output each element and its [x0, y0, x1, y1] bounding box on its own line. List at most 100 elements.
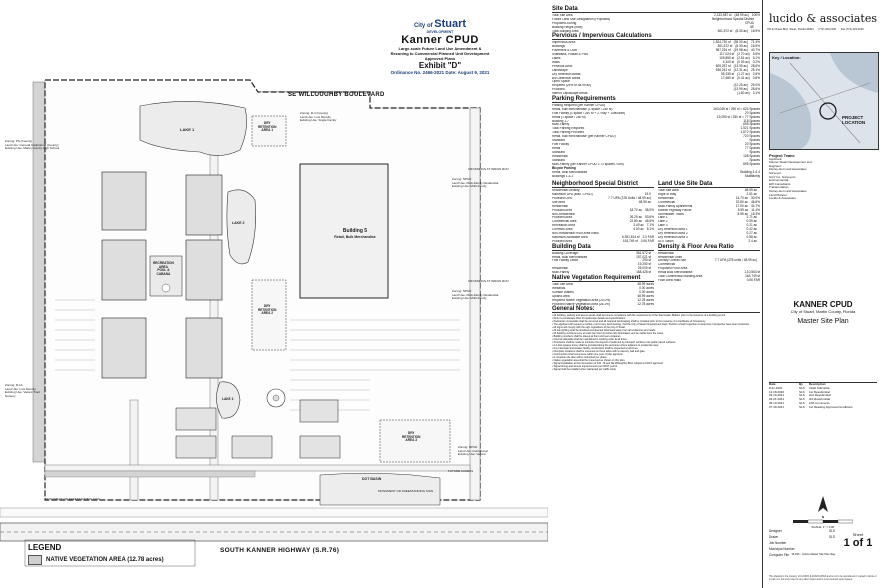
neighborhood-row-cell: Common Area: [552, 228, 573, 232]
monument-sign-label-1: MONUMENT OR FREESTANDING SIGN: [45, 497, 101, 501]
pervious-row-cell: Walls: [552, 60, 560, 64]
parking-row-cell: 20 Spaces: [744, 110, 760, 115]
pervious-row-cell: Bio Detention Areas: [552, 76, 581, 80]
density-row: Commercial: [658, 263, 760, 267]
general-note-item: • Any Interstate Stormwater facility con…: [552, 347, 639, 351]
parking-provided-row-cell: Fuel Facility: [552, 143, 570, 146]
project-location-marker: [819, 102, 837, 120]
dry-retention-2-l1: DRY: [263, 304, 271, 308]
site-data-row-cell: Total Site Area: [552, 13, 573, 17]
consultant-address-block: 701 E Ocean Blvd, Stuart, Florida 34994 …: [767, 28, 879, 31]
revision-cell: 1st Resubmittal: [809, 389, 830, 394]
project-location: City of Stuart, Martin County, Florida: [790, 309, 856, 314]
project-title-block: KANNER CPUD City of Stuart, Martin Count…: [767, 300, 879, 325]
building-data-row-cell: Multi-Family: [552, 271, 570, 275]
native-veg-title: Native Vegetation Requirement: [552, 275, 654, 282]
dry-retention-3: [379, 419, 451, 463]
project-team-title: Project Team:: [769, 153, 796, 158]
revision-cell: LPA Comments: [809, 400, 830, 405]
pervious-row-cell: Impervious Area:: [552, 41, 576, 45]
density-row-cell: Proposed Floor Area: [658, 267, 688, 271]
plan-subtitle-3: Approved Plans: [424, 56, 456, 61]
pervious-row-cell: Dry Retention Areas: [552, 72, 581, 76]
road-south-label: SOUTH KANNER HIGHWAY (S.R.76): [220, 547, 340, 554]
rec-area-l3: POOL &: [157, 268, 170, 272]
land-use-row-cell: 0.27 ac: [746, 231, 757, 236]
key-map: Key / Location: PROJECT LOCATION: [769, 52, 879, 150]
native-vegetation-area: [32, 81, 46, 463]
city-logo: City of Stuart DEVELOPMENT: [375, 18, 505, 34]
legend: LEGEND NATIVE VEGETATION AREA (12.78 acr…: [28, 543, 164, 565]
land-use-row-cell: Dry Retention Area 2: [658, 232, 688, 236]
pervious-row-cell: (0.09 ac): [737, 59, 750, 64]
left-tables: Neighborhood Special District Residentia…: [552, 181, 654, 306]
revision-cell: 12.18.2020: [769, 389, 785, 394]
land-use-row-cell: 0.58 ac: [746, 234, 757, 239]
neighborhood-row-cell: 48.99 ac: [638, 199, 651, 204]
pervious-row-cell: Sidewalks, Plazas & Pool: [552, 53, 588, 57]
pervious-row-cell: Interior Landscape Areas: [552, 92, 588, 96]
dry-retention-3-l2: RETENTION: [402, 434, 421, 439]
rec-area-l2: AREA: [158, 264, 168, 269]
lake-1-label: LAKE 1: [180, 127, 195, 132]
consultant-fax: Fax (772) 223-0220: [840, 28, 864, 31]
building-data-row-cell: 157,021 sf: [636, 254, 651, 259]
land-use-row-cell: Residential: [658, 196, 674, 200]
city-logo-sub: DEVELOPMENT: [426, 30, 454, 34]
bicycle-row-cell: Buildings 1 & 2: [552, 175, 574, 179]
project-team-line: Kanner Stuart Development LLC: [769, 160, 813, 165]
neighborhood-row-cell: 3.49 ac: [633, 223, 644, 228]
site-data-row-cell: 2,133,987 sf: [713, 12, 732, 17]
road-north-label: SE WILLOUGHBY BOULEVARD: [288, 92, 385, 98]
project-team-line: Engineer:: [769, 163, 782, 168]
pervious-row-cell: 2.6%: [752, 71, 760, 76]
parking-row-cell: Building 1-7: [552, 119, 569, 123]
general-note-item: • Dumpster locations shall be screened o…: [552, 350, 646, 354]
multifamily-building-f: [185, 317, 223, 379]
neighborhood-row-cell: Provided Area: [552, 216, 573, 220]
project-team-line: GCY Inc. Surveyors: [769, 174, 796, 179]
dry-retention-3-l3: AREA 3: [405, 438, 417, 442]
building-data-row-cell: 290 sf: [642, 258, 651, 263]
land-use-row-cell: Lake 2: [658, 220, 668, 224]
rev-header-by: By: [799, 382, 803, 386]
parking-provided-row-cell: Spaces: [749, 149, 760, 154]
revision-cell: 03.19.2021: [769, 393, 785, 398]
general-note-item: • A 4-foot opaque fence shall be provide…: [552, 344, 659, 348]
site-data-row-cell: (48.99 ac): [734, 12, 749, 17]
site-data-row-cell: (8.30 ac): [735, 28, 748, 33]
neighborhood-row-cell: 8.1%: [646, 227, 654, 232]
pervious-row-cell: Open Space: [552, 80, 570, 84]
bicycle-row-cell: Building 3 & 4: [740, 170, 760, 175]
parking-provided-row: Retail, bulk merchandise (per Kanner CPU…: [552, 134, 760, 139]
drawn-value: SLS: [828, 535, 835, 539]
general-note-item: • All building, parking and access areas…: [552, 314, 726, 318]
pervious-row-cell: 55,335 sf: [721, 71, 735, 76]
neighborhood-table: Residential Density:Maximum UPA (Max. CP…: [552, 189, 654, 244]
designer-value: SLS: [828, 529, 835, 533]
parking-row-cell: 695 Spaces: [743, 122, 760, 127]
project-team-line: Land Planner:: [769, 192, 788, 197]
land-use-row-cell: 34.7%: [750, 203, 760, 208]
project-team-line: Kimley-Horn and Associates: [769, 188, 807, 193]
building-data-row-cell: 19,250 sf: [637, 262, 651, 267]
neighborhood-row-cell: 163,749 sf: [622, 238, 638, 243]
native-veg-row-cell: 12.25 acres: [637, 297, 654, 302]
